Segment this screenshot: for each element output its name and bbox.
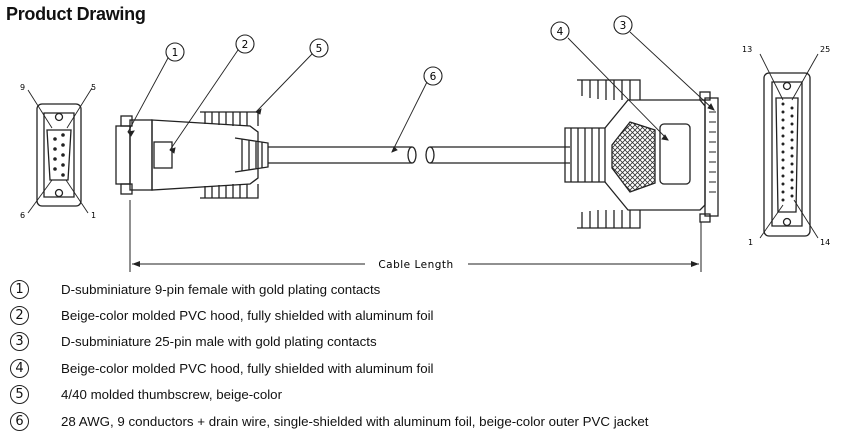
- svg-text:4: 4: [557, 26, 564, 38]
- svg-text:2: 2: [242, 39, 249, 51]
- svg-text:1: 1: [172, 47, 179, 59]
- callout-leaders: [127, 31, 715, 154]
- page-title: Product Drawing: [6, 4, 146, 24]
- legend-number: 6: [10, 411, 29, 431]
- pin-label-1: 1: [91, 211, 96, 220]
- db9-end-view: [27, 87, 93, 214]
- db25-end-view: [759, 53, 819, 239]
- pin-label-6: 6: [20, 211, 25, 220]
- db25-connector-side: [564, 79, 719, 229]
- legend-number: 2: [10, 306, 29, 326]
- product-drawing: 9 5 6 1: [20, 15, 830, 272]
- pin-label-14: 14: [820, 238, 830, 247]
- svg-text:5: 5: [316, 43, 323, 55]
- callout-balloon-3: 3: [613, 15, 633, 35]
- pin-label-9: 9: [20, 83, 25, 92]
- legend-item: 1 D-subminiature 9-pin female with gold …: [6, 276, 826, 302]
- pin-label-1-right: 1: [748, 238, 753, 247]
- legend-number: 4: [10, 358, 29, 378]
- parts-legend: 1 D-subminiature 9-pin female with gold …: [6, 276, 826, 434]
- legend-description: 4/40 molded thumbscrew, beige-color: [61, 387, 282, 403]
- legend-item: 2 Beige-color molded PVC hood, fully shi…: [6, 302, 826, 328]
- svg-text:3: 3: [620, 20, 627, 32]
- svg-text:6: 6: [430, 71, 437, 83]
- callout-balloon-1: 1: [165, 42, 185, 62]
- cable-length-dimension: [129, 200, 702, 272]
- legend-item: 5 4/40 molded thumbscrew, beige-color: [6, 382, 826, 408]
- legend-description: Beige-color molded PVC hood, fully shiel…: [61, 308, 434, 324]
- cable: [268, 146, 570, 164]
- legend-item: 3 D-subminiature 25-pin male with gold p…: [6, 329, 826, 355]
- legend-description: Beige-color molded PVC hood, fully shiel…: [61, 360, 434, 376]
- callout-balloon-2: 2: [235, 34, 255, 54]
- legend-item: 4 Beige-color molded PVC hood, fully shi…: [6, 355, 826, 381]
- legend-item: 6 28 AWG, 9 conductors + drain wire, sin…: [6, 408, 826, 434]
- legend-description: D-subminiature 25-pin male with gold pla…: [61, 334, 377, 350]
- legend-description: D-subminiature 9-pin female with gold pl…: [61, 281, 381, 297]
- pin-label-13: 13: [742, 45, 752, 54]
- db9-connector-side: [115, 111, 269, 199]
- callout-balloon-5: 5: [309, 38, 329, 58]
- pin-label-25: 25: [820, 45, 830, 54]
- callout-balloon-6: 6: [423, 66, 443, 86]
- callout-balloon-4: 4: [550, 21, 570, 41]
- cable-length-label: Cable Length: [378, 259, 453, 271]
- legend-number: 5: [10, 385, 29, 405]
- legend-number: 3: [10, 332, 29, 352]
- legend-description: 28 AWG, 9 conductors + drain wire, singl…: [61, 413, 649, 429]
- legend-number: 1: [10, 279, 29, 299]
- pin-label-5: 5: [91, 83, 96, 92]
